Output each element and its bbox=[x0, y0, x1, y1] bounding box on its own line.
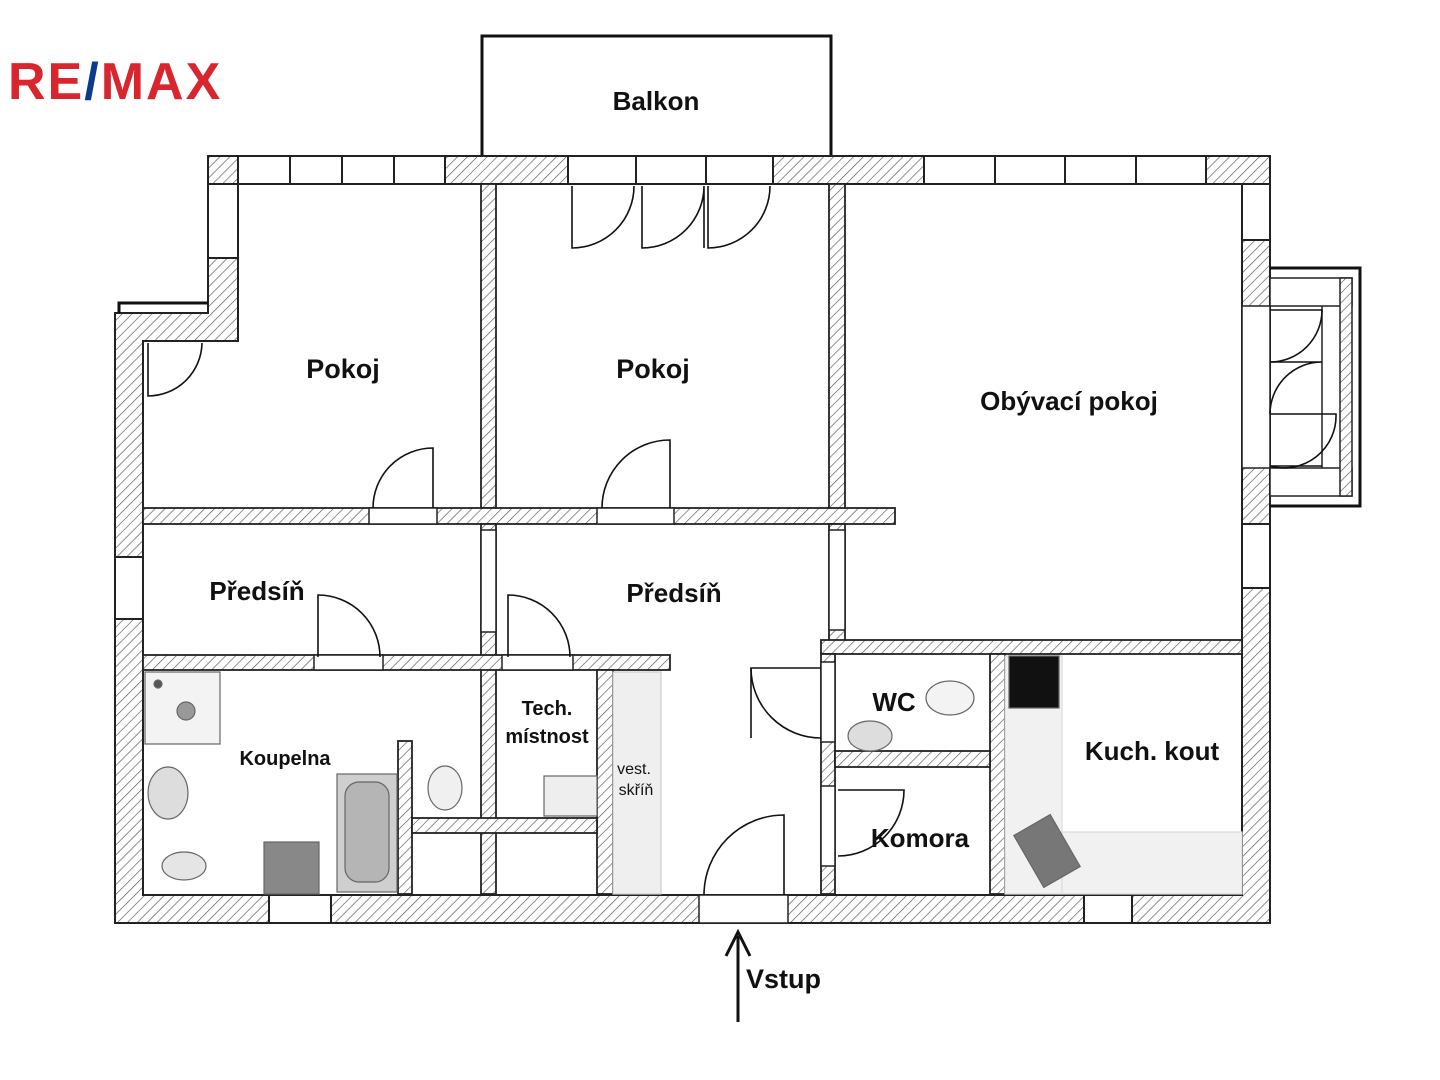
label-predsin-left: Předsíň bbox=[209, 576, 304, 606]
entrance-arrow bbox=[724, 928, 752, 1022]
label-balkon: Balkon bbox=[613, 86, 700, 116]
bay-window bbox=[1241, 266, 1362, 508]
label-vest-line2: skříň bbox=[619, 782, 654, 799]
door-swings bbox=[147, 185, 1337, 896]
label-tech-line2: místnost bbox=[505, 726, 589, 748]
toilet-wc bbox=[925, 680, 975, 716]
label-wc: WC bbox=[872, 687, 916, 717]
label-kuch-kout: Kuch. kout bbox=[1085, 736, 1220, 766]
sink-kitchen bbox=[1012, 813, 1082, 889]
fixtures bbox=[144, 655, 1243, 895]
kitchen-counter-bottom bbox=[1061, 831, 1243, 895]
left-ledge bbox=[117, 301, 208, 313]
boiler bbox=[543, 775, 598, 817]
label-komora: Komora bbox=[871, 823, 970, 853]
toilet-bath bbox=[427, 765, 463, 811]
sink-wc bbox=[847, 720, 893, 752]
logo-slash: / bbox=[84, 53, 101, 111]
label-vstup: Vstup bbox=[746, 964, 821, 994]
balcony-outline bbox=[480, 34, 833, 159]
logo-text-re: RE bbox=[8, 53, 85, 111]
label-pokoj-left: Pokoj bbox=[306, 354, 380, 384]
windows bbox=[114, 155, 1271, 924]
label-pokoj-middle: Pokoj bbox=[616, 354, 690, 384]
label-tech-line1: Tech. bbox=[522, 698, 573, 720]
remax-logo: RE/MAX bbox=[8, 56, 222, 108]
logo-text-max: MAX bbox=[100, 53, 223, 111]
label-koupelna: Koupelna bbox=[239, 748, 331, 770]
door-openings bbox=[313, 507, 846, 924]
label-obyvaci-pokoj: Obývací pokoj bbox=[980, 386, 1158, 416]
label-vest-line1: vest. bbox=[617, 761, 651, 778]
label-predsin-middle: Předsíň bbox=[626, 578, 721, 608]
washing-machine bbox=[263, 841, 320, 895]
bidet bbox=[161, 851, 207, 881]
cooktop bbox=[1008, 655, 1060, 709]
interior-walls bbox=[142, 183, 1243, 895]
wardrobe bbox=[612, 671, 662, 895]
outer-walls bbox=[114, 155, 1271, 924]
sink-bath bbox=[147, 766, 189, 820]
